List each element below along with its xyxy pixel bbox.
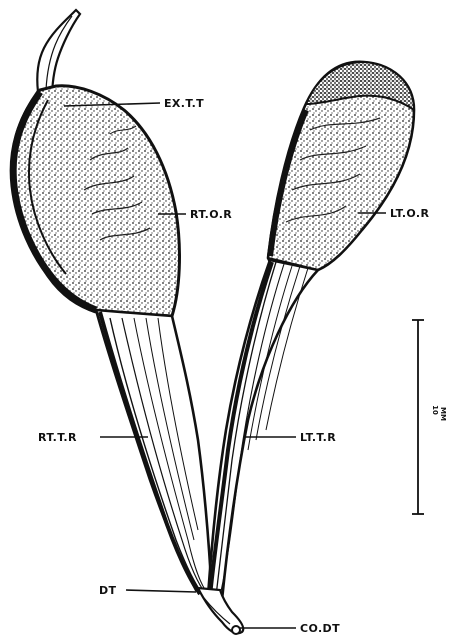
label-lt-t-r: LT.T.R: [300, 431, 336, 444]
label-co-dt: CO.DT: [300, 622, 340, 635]
left-tube-shape: [208, 260, 318, 600]
scale-bar-value: 10: [431, 405, 439, 415]
label-rt-o-r: RT.O.R: [190, 208, 232, 221]
leader-dt: [126, 590, 196, 592]
label-lt-o-r: LT.O.R: [390, 207, 429, 220]
label-rt-t-r: RT.T.R: [38, 431, 77, 444]
label-ex-t-t: EX.T.T: [164, 97, 204, 110]
label-dt: DT: [99, 584, 117, 597]
right-ovary-shape: [12, 86, 180, 316]
common-duct: [198, 588, 243, 634]
scale-bar: 10 MM: [412, 320, 447, 514]
left-ovary-and-tube: [208, 62, 414, 600]
scale-bar-unit: MM: [439, 407, 447, 421]
